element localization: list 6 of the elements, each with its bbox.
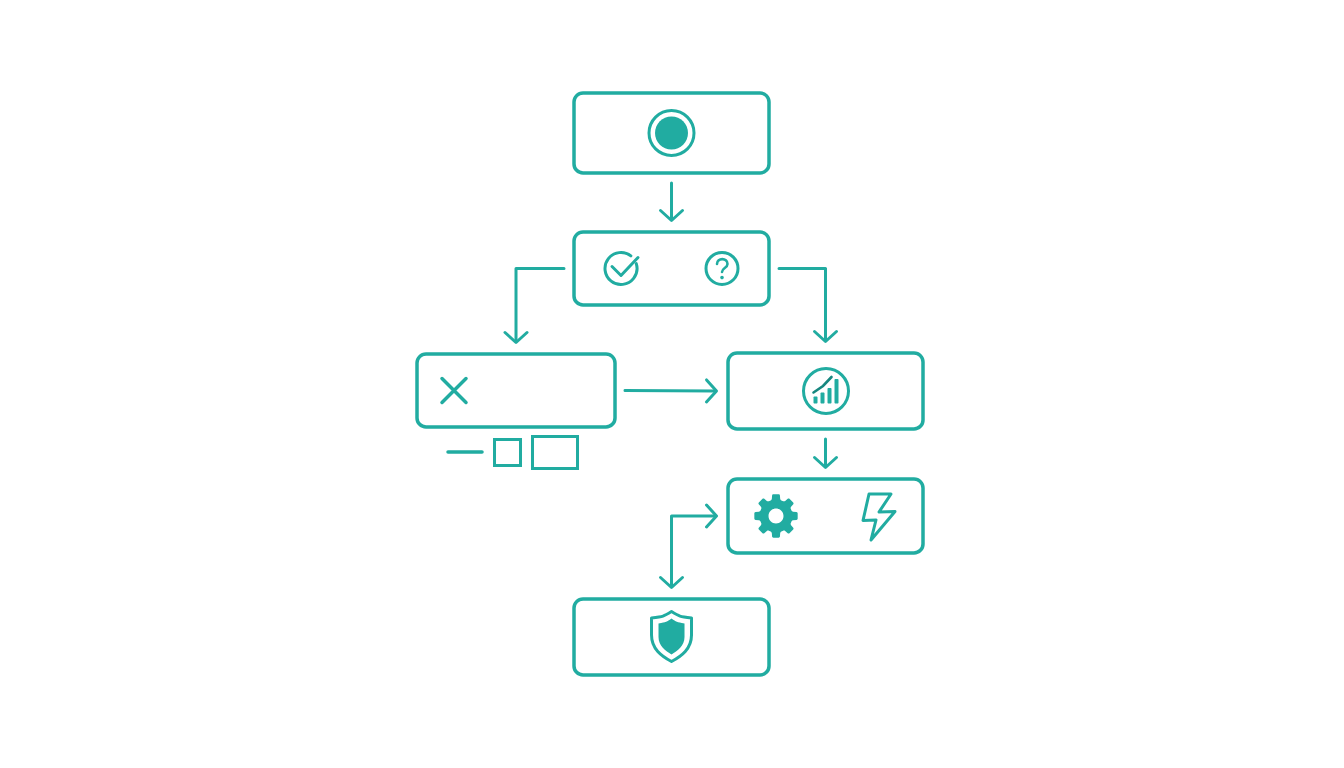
process-box bbox=[572, 91, 771, 175]
process-box bbox=[726, 351, 925, 431]
process-box bbox=[726, 477, 925, 555]
process-box bbox=[415, 352, 617, 429]
process-box bbox=[572, 230, 771, 307]
process-box bbox=[572, 597, 771, 677]
